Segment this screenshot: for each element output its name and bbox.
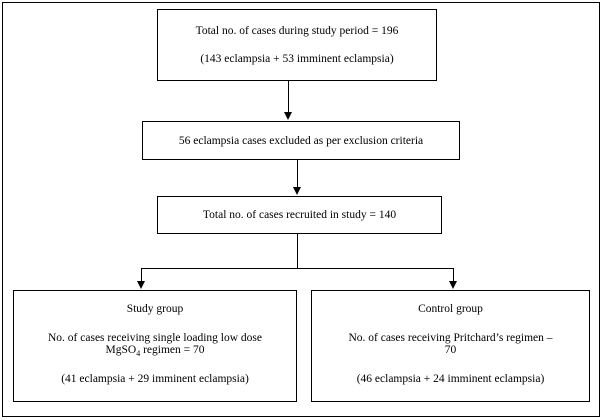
- node-study-group-line3-subscript: 4: [136, 349, 141, 358]
- node-study-group-line2: No. of cases receiving single loading lo…: [48, 332, 262, 344]
- node-excluded-cases: 56 eclampsia cases excluded as per exclu…: [142, 121, 460, 160]
- node-control-group: Control group No. of cases receiving Pri…: [311, 290, 590, 402]
- node-total-cases: Total no. of cases during study period =…: [157, 9, 437, 81]
- node-study-group-line3-suffix: regimen = 70: [140, 344, 205, 356]
- connector-split-left-line: [141, 268, 142, 282]
- node-study-group-title: Study group: [126, 303, 184, 315]
- connector-excluded-to-recruited-line: [297, 160, 298, 188]
- connector-total-to-excluded-arrow-icon: [284, 112, 292, 120]
- connector-split-stem: [297, 234, 298, 268]
- connector-split-right-line: [453, 268, 454, 282]
- node-recruited-cases-line1: Total no. of cases recruited in study = …: [202, 209, 397, 221]
- node-study-group: Study group No. of cases receiving singl…: [13, 290, 297, 402]
- node-control-group-line4: (46 eclampsia + 24 imminent eclampsia): [356, 373, 545, 385]
- node-excluded-cases-line1: 56 eclampsia cases excluded as per exclu…: [178, 134, 424, 147]
- node-control-group-line3: 70: [444, 344, 457, 356]
- node-recruited-cases: Total no. of cases recruited in study = …: [157, 196, 442, 234]
- node-control-group-line2: No. of cases receiving Pritchard’s regim…: [348, 332, 553, 344]
- connector-split-right-arrow-icon: [449, 281, 457, 289]
- connector-split-bar: [141, 268, 454, 269]
- connector-split-left-arrow-icon: [137, 281, 145, 289]
- node-total-cases-line2: (143 eclampsia + 53 imminent eclampsia): [200, 53, 394, 65]
- node-study-group-line4: (41 eclampsia + 29 imminent eclampsia): [61, 373, 249, 385]
- connector-excluded-to-recruited-arrow-icon: [293, 187, 301, 195]
- node-study-group-line3-prefix: MgSO: [105, 344, 137, 356]
- connector-total-to-excluded-line: [288, 81, 289, 113]
- page-border: [2, 2, 600, 417]
- node-control-group-title: Control group: [418, 303, 483, 315]
- node-total-cases-line1: Total no. of cases during study period =…: [195, 25, 399, 37]
- node-study-group-line3: MgSO4 regimen = 70: [105, 344, 205, 358]
